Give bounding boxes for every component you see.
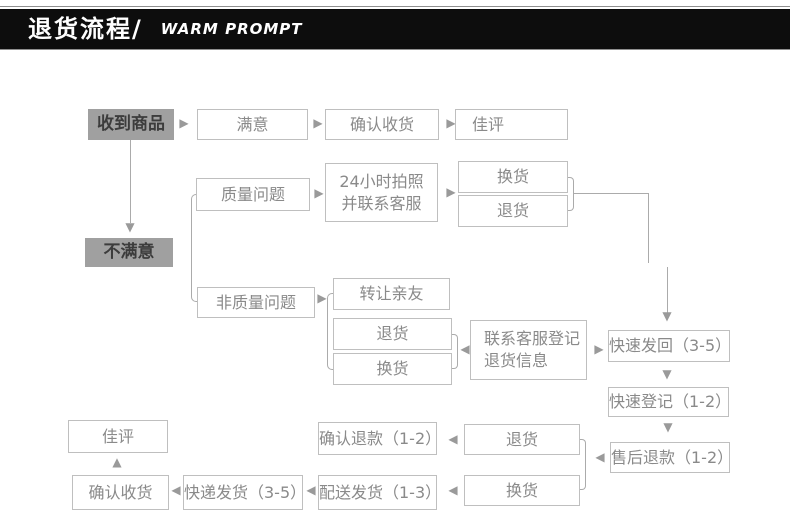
arrow-right-icon: ▶ — [179, 116, 189, 130]
merge-bracket — [580, 439, 586, 490]
node-contact-register: 联系客服登记 退货信息 — [470, 320, 587, 380]
arrow-right-icon: ▶ — [446, 116, 456, 130]
node-confirm-refund: 确认退款（1-2） — [318, 422, 441, 455]
node-confirm-receipt-top: 确认收货 — [325, 109, 439, 140]
node-received-goods: 收到商品 — [88, 109, 174, 140]
arrow-right-icon: ▶ — [314, 186, 324, 200]
branch-bracket — [191, 194, 197, 302]
node-return-bottom: 退货 — [464, 424, 580, 455]
node-exchange-quality: 换货 — [458, 161, 568, 193]
arrow-down-icon: ▼ — [662, 309, 672, 323]
connector-line — [648, 193, 649, 263]
arrow-right-icon: ▶ — [446, 185, 456, 199]
arrow-up-icon: ▲ — [112, 455, 122, 469]
node-satisfied: 满意 — [197, 109, 308, 140]
arrow-right-icon: ▶ — [317, 291, 327, 305]
arrow-right-icon: ▶ — [594, 342, 604, 356]
arrow-down-icon: ▼ — [663, 420, 673, 434]
arrow-down-icon: ▼ — [125, 220, 135, 234]
connector-line — [130, 140, 131, 223]
node-exchange-bottom: 换货 — [464, 475, 580, 506]
header-bar: 退货流程/ WARM PROMPT — [0, 9, 790, 50]
arrow-left-icon: ◀ — [448, 483, 458, 497]
connector-line — [574, 193, 648, 194]
merge-bracket — [568, 177, 574, 211]
node-courier-delivery: 快递发货（3-5） — [183, 475, 306, 510]
node-fast-register: 快速登记（1-2） — [608, 387, 731, 417]
header-subtitle: WARM PROMPT — [160, 19, 303, 38]
arrow-left-icon: ◀ — [306, 483, 316, 497]
node-exchange-nonquality: 换货 — [333, 353, 452, 385]
arrow-left-icon: ◀ — [595, 450, 605, 464]
node-confirm-receipt-bottom: 确认收货 — [72, 475, 169, 510]
arrow-left-icon: ◀ — [448, 432, 458, 446]
branch-bracket — [327, 293, 333, 370]
node-non-quality-issue: 非质量问题 — [197, 287, 315, 318]
node-quality-issue: 质量问题 — [196, 178, 310, 211]
node-fast-send-back: 快速发回（3-5） — [608, 330, 731, 362]
arrow-right-icon: ▶ — [313, 116, 323, 130]
page-title: 退货流程/ — [28, 15, 143, 43]
arrow-left-icon: ◀ — [460, 342, 470, 356]
top-divider — [0, 6, 790, 7]
node-photo-contact-service: 24小时拍照 并联系客服 — [325, 163, 438, 222]
node-good-review-top: 佳评 — [455, 109, 568, 140]
node-dispatch-delivery: 配送发货（1-3） — [318, 475, 441, 510]
arrow-left-icon: ◀ — [171, 483, 181, 497]
merge-bracket — [452, 334, 458, 369]
node-unsatisfied: 不满意 — [85, 238, 173, 267]
connector-line — [667, 267, 668, 313]
node-good-review-bottom: 佳评 — [68, 420, 168, 453]
node-return-quality: 退货 — [458, 195, 568, 227]
node-return-nonquality: 退货 — [333, 318, 452, 350]
arrow-down-icon: ▼ — [662, 367, 672, 381]
node-transfer-friends: 转让亲友 — [333, 278, 450, 310]
node-aftersale-refund: 售后退款（1-2） — [610, 442, 733, 473]
